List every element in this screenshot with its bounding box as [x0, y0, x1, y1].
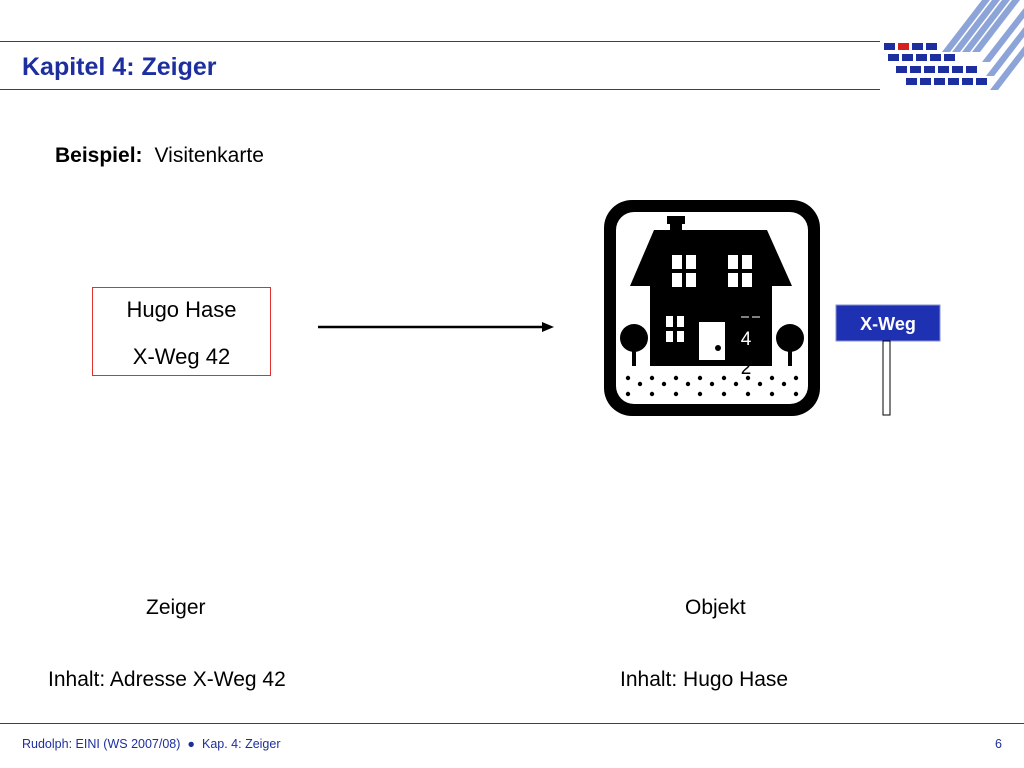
example-heading: Beispiel: Visitenkarte: [55, 144, 264, 168]
business-card: Hugo Hase X-Weg 42: [92, 287, 271, 376]
card-address: X-Weg 42: [132, 344, 231, 369]
caption-object-content: Inhalt: Hugo Hase: [620, 668, 789, 691]
footer-author-course: Rudolph: EINI (WS 2007/08): [22, 737, 181, 751]
footer-rule: [0, 723, 1024, 724]
example-label: Beispiel:: [55, 144, 143, 167]
pointer-arrow: [318, 322, 554, 332]
logo-diagonal-stripes: [942, 0, 1024, 90]
example-value: Visitenkarte: [154, 144, 264, 167]
logo-red-square: [898, 43, 909, 50]
card-name: Hugo Hase: [126, 297, 237, 322]
caption-pointer-content: Inhalt: Adresse X-Weg 42: [48, 668, 286, 691]
logo-grid: [884, 43, 987, 85]
house-icon: 4 2: [604, 200, 820, 416]
university-logo: [884, 0, 1024, 90]
caption-object: Objekt: [685, 596, 746, 619]
header-rule-bottom: [0, 89, 880, 90]
caption-pointer: Zeiger: [146, 596, 206, 619]
page-number: 6: [995, 737, 1002, 751]
street-sign: X-Weg: [835, 304, 941, 416]
footer-text: Rudolph: EINI (WS 2007/08) ● Kap. 4: Zeige…: [22, 737, 281, 751]
house-number-bottom: 2: [741, 358, 752, 379]
footer-chapter: Kap. 4: Zeiger: [201, 737, 281, 751]
footer-separator: ●: [187, 737, 195, 751]
header-rule-top: [0, 41, 880, 42]
house-number-top: 4: [741, 329, 752, 350]
street-sign-label: X-Weg: [860, 314, 916, 334]
slide-title: Kapitel 4: Zeiger: [22, 53, 217, 81]
